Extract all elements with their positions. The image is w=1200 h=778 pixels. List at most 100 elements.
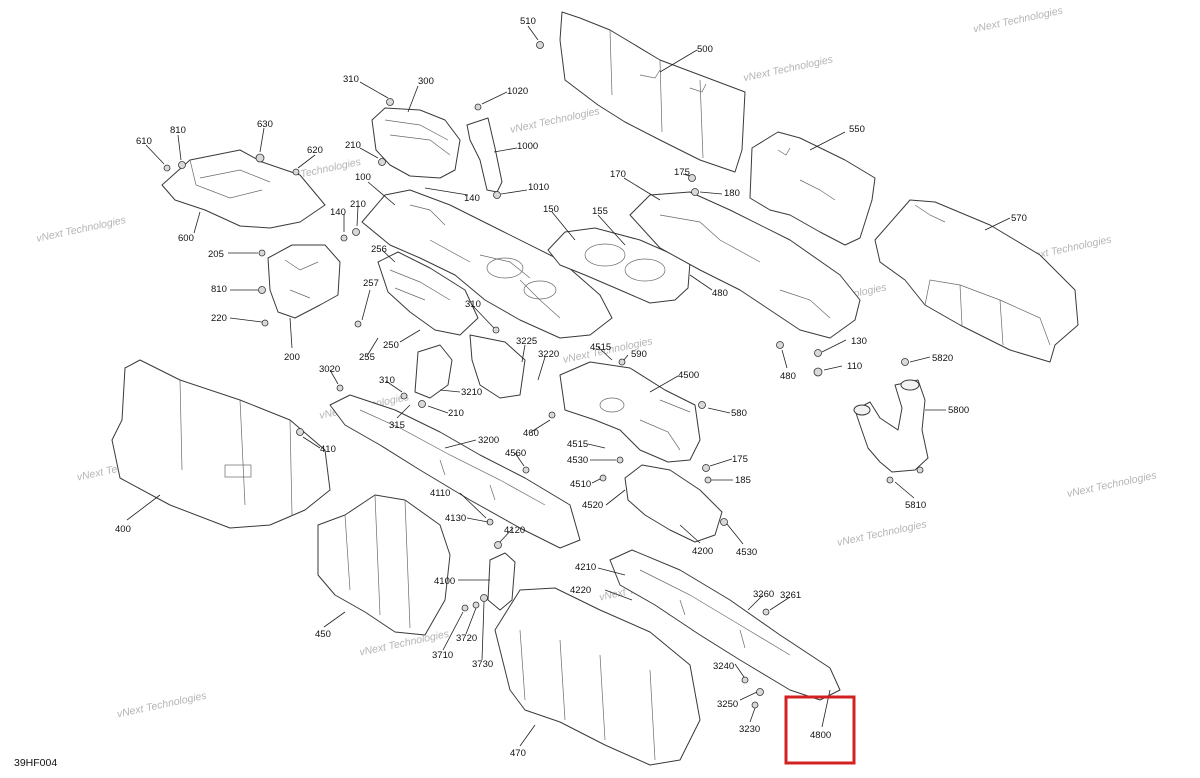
fastener-3730 (480, 594, 488, 602)
part-5800-boot (853, 379, 929, 473)
fastener-4530 (616, 456, 624, 464)
callout-4200: 4200 (692, 546, 713, 557)
fastener-460 (548, 411, 556, 419)
part-200-bracket (267, 244, 341, 319)
diagram-code: 39HF004 (14, 757, 57, 769)
fastener-410 (296, 428, 304, 436)
callout-1020: 1020 (507, 86, 528, 97)
fastener-257 (354, 320, 362, 328)
fastener-590 (618, 358, 626, 366)
fastener-1020 (474, 103, 482, 111)
fastener-310 (386, 98, 394, 106)
part-550-panel (749, 131, 876, 246)
part-570-panel (874, 199, 1079, 363)
callout-170: 170 (610, 169, 626, 180)
fastener-210c (418, 400, 426, 408)
part-3210-bracket (414, 344, 453, 399)
fastener-5820 (901, 358, 909, 366)
fastener-310b (492, 326, 500, 334)
fastener-3230 (751, 701, 759, 709)
fastener-3020 (336, 384, 344, 392)
watermark: vNext Technologies (509, 105, 601, 136)
watermark: vNext Technologies (35, 214, 127, 245)
callout-500: 500 (697, 44, 713, 55)
fastener-1010 (493, 191, 501, 199)
callout-185: 185 (735, 475, 751, 486)
fastener-510 (536, 41, 544, 49)
fastener-205 (258, 249, 266, 257)
callout-5820: 5820 (932, 353, 953, 364)
callout-5800: 5800 (948, 405, 969, 416)
callout-175: 175 (674, 167, 690, 178)
part-300-console (371, 107, 461, 179)
callout-550: 550 (849, 124, 865, 135)
callout-810: 810 (170, 125, 186, 136)
part-170-console (629, 191, 861, 339)
leader-lines (126, 25, 1011, 747)
callout-4210: 4210 (575, 562, 596, 573)
callout-130: 130 (851, 336, 867, 347)
watermark: vNext Technologies (972, 5, 1064, 36)
part-150-cupholder (547, 227, 691, 304)
callout-4110: 4110 (430, 488, 450, 499)
callout-810b: 810 (211, 284, 227, 295)
fastener-3240 (741, 676, 749, 684)
watermark: vNext Technologies (116, 690, 208, 721)
fastener-175b (702, 464, 710, 472)
part-500-panel (559, 11, 746, 173)
callout-3230: 3230 (739, 724, 760, 735)
callout-4515: 4515 (590, 342, 611, 353)
watermark: vNext Technologies (1066, 469, 1158, 500)
fastener-180 (691, 188, 699, 196)
callout-3720: 3720 (456, 633, 477, 644)
fastener-140 (340, 234, 348, 242)
callout-1000: 1000 (517, 141, 538, 152)
callout-255: 255 (359, 352, 375, 363)
callout-250: 250 (383, 340, 399, 351)
callout-600: 600 (178, 233, 194, 244)
callout-210c: 210 (448, 408, 464, 419)
callout-210: 210 (345, 140, 361, 151)
fastener-310c (400, 392, 408, 400)
fastener-110 (813, 367, 823, 377)
callout-4520: 4520 (582, 500, 603, 511)
fastener-810 (178, 161, 186, 169)
callout-3710: 3710 (432, 650, 453, 661)
fastener-layer (163, 41, 924, 709)
part-450-panel (317, 494, 451, 636)
callout-4560: 4560 (505, 448, 526, 459)
callout-3220: 3220 (538, 349, 559, 360)
fastener-3720 (472, 601, 480, 609)
callout-5810: 5810 (905, 500, 926, 511)
fastener-810b (258, 286, 266, 294)
callout-155: 155 (592, 206, 608, 217)
callout-220: 220 (211, 313, 227, 324)
callout-140b: 140 (330, 207, 346, 218)
callout-480b: 480 (780, 371, 796, 382)
callout-140: 140 (464, 193, 480, 204)
fastener-3250 (756, 688, 764, 696)
callout-3200: 3200 (478, 435, 499, 446)
fastener-210 (378, 158, 386, 166)
callout-4530b: 4530 (736, 547, 757, 558)
callout-100: 100 (355, 172, 371, 183)
callout-4220: 4220 (570, 585, 591, 596)
fastener-175 (688, 174, 696, 182)
callout-3730: 3730 (472, 659, 493, 670)
fastener-185 (704, 476, 712, 484)
fastener-220 (261, 319, 269, 327)
callout-3250: 3250 (717, 699, 738, 710)
callout-205: 205 (208, 249, 224, 260)
callout-257: 257 (363, 278, 379, 289)
fastener-130 (814, 349, 822, 357)
part-3220-bracket (469, 334, 526, 399)
callout-310: 310 (343, 74, 359, 85)
part-4200-base (624, 464, 723, 543)
part-4500-base (559, 361, 701, 463)
fastener-4530b (720, 518, 728, 526)
part-4210-rail (609, 549, 841, 701)
callout-200: 200 (284, 352, 300, 363)
fastener-610 (163, 164, 171, 172)
callout-315: 315 (389, 420, 405, 431)
callout-580: 580 (731, 408, 747, 419)
